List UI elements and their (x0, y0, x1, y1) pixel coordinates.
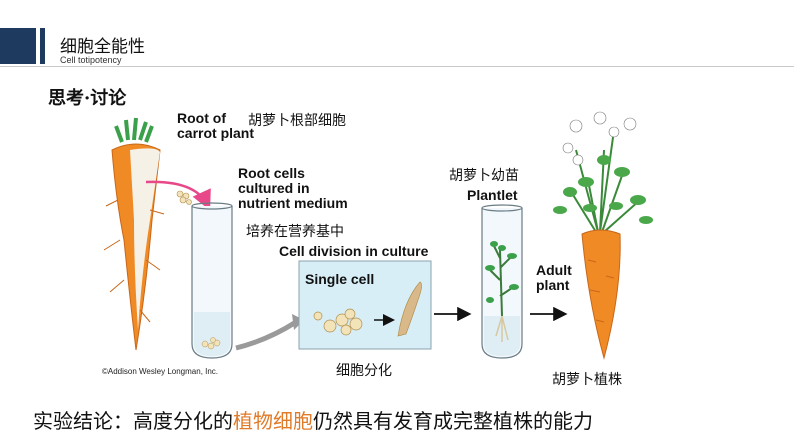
adult-label-cn: 胡萝卜植株 (552, 372, 622, 388)
carrot-root (103, 117, 165, 351)
copyright-text: ©Addison Wesley Longman, Inc. (102, 367, 219, 376)
adult-carrot-plant (553, 111, 653, 360)
section-heading: 思考·讨论 (48, 88, 127, 109)
header-accent-bar (0, 28, 36, 64)
page-title: 细胞全能性 (60, 37, 145, 57)
culture-tube-1 (191, 202, 233, 359)
plantlet-label-cn: 胡萝卜幼苗 (449, 168, 519, 184)
single-cell-graphic (313, 281, 422, 337)
adult-label-en-2: plant (536, 277, 570, 293)
cultured-label-cn: 培养在营养基中 (246, 224, 344, 240)
adult-label-en-1: Adult (536, 262, 572, 278)
curved-arrow (235, 319, 298, 351)
root-label-cn: 胡萝卜根部细胞 (248, 113, 346, 129)
plantlet-label-en: Plantlet (467, 187, 518, 203)
root-label-en-1: Root of (177, 110, 226, 126)
conclusion-text: 实验结论：高度分化的植物细胞仍然具有发育成完整植株的能力 (33, 405, 593, 434)
header-accent-stripe (40, 28, 45, 64)
conclusion-prefix: 实验结论：高度分化的 (33, 409, 233, 433)
root-label-en-2: carrot plant (177, 125, 255, 141)
cultured-label-en-2: cultured in (238, 180, 310, 196)
cultured-label-en-1: Root cells (238, 165, 305, 181)
cell-clump (176, 190, 192, 205)
conclusion-highlight: 植物细胞 (233, 409, 313, 433)
division-label-cn: 细胞分化 (336, 363, 392, 379)
page-subtitle: Cell totipotency (60, 55, 122, 65)
cultured-label-en-3: nutrient medium (238, 195, 348, 211)
header-divider (0, 66, 794, 67)
plantlet-tube (481, 204, 523, 359)
division-label-en: Cell division in culture (279, 243, 429, 259)
transfer-arrow (145, 180, 211, 211)
single-cell-label: Single cell (305, 271, 375, 287)
conclusion-suffix: 仍然具有发育成完整植株的能力 (313, 409, 593, 433)
